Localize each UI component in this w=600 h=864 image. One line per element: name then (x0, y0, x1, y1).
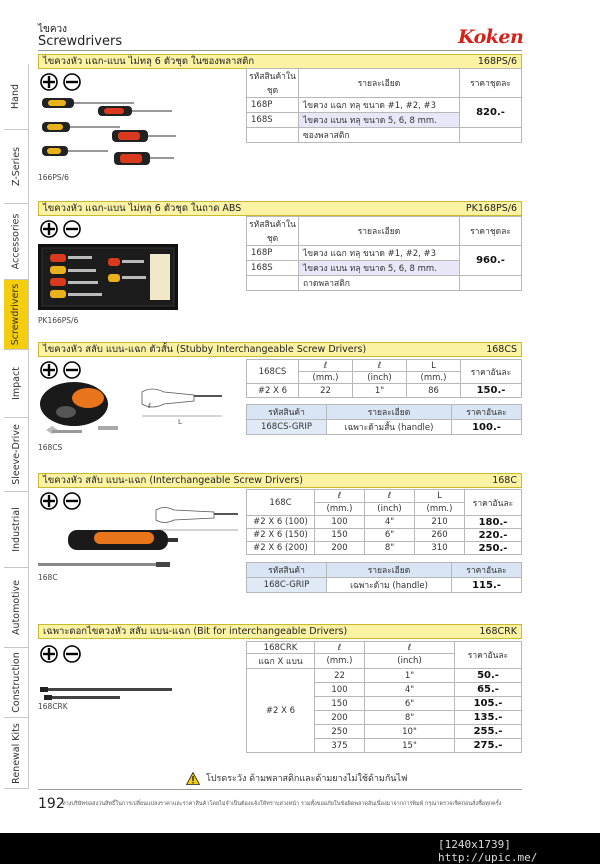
tab-construction[interactable]: Construction (4, 648, 28, 718)
bit-size: #2 X 6 (246, 668, 315, 753)
phillips-tip-icon (40, 220, 58, 238)
section-168cs-table: 168CS ℓ ℓ L ราคาอันละ (mm.) (inch) (mm.)… (246, 359, 522, 398)
tab-industrial[interactable]: Industrial (4, 492, 28, 568)
section-168cs-grip-table: รหัสสินค้า รายละเอียด ราคาอันละ 168CS-GR… (246, 404, 522, 435)
header-price: ราคาชุดละ (459, 68, 522, 98)
table-row: #2 X 6 (150) 150 6" 260 220.- (246, 528, 522, 542)
page-number: 192 (38, 796, 65, 812)
tab-border (28, 64, 29, 789)
set-price: 960.- (459, 245, 522, 276)
section-168cs-caption: 168CS (38, 443, 63, 452)
flat-tip-icon (63, 645, 81, 663)
flat-tip-icon (63, 492, 81, 510)
phillips-tip-icon (40, 492, 58, 510)
footer-divider (38, 789, 522, 790)
interchangeable-driver-photo (38, 507, 238, 567)
tip-symbols (40, 73, 81, 91)
brand-logo: Koken (458, 26, 524, 48)
footer-disclaimer: ทางบริษัทขอสงวนสิทธิ์ในการเปลี่ยนแปลงราค… (62, 801, 502, 807)
tab-sleeve-drive[interactable]: Sleeve-Drive (4, 418, 28, 492)
flat-tip-icon (63, 361, 81, 379)
tab-screwdrivers[interactable]: Screwdrivers (4, 280, 28, 350)
header-divider (38, 50, 522, 51)
table-row: 168P ไขควง แฉก ทลุ ขนาด #1, #2, #3 960.- (246, 245, 522, 276)
table-row: 168C-GRIP เฉพาะด้าม (handle) 115.- (246, 577, 522, 593)
warning-text: โปรดระวัง ด้ามพลาสติกและด้ามยางไม่ใช้ด้า… (206, 774, 408, 784)
table-row: #2 X 6 (100) 100 4" 210 180.- (246, 515, 522, 529)
section-168crk-caption: 168CRK (38, 702, 68, 711)
tab-z-series[interactable]: Z-Series (4, 130, 28, 204)
tab-impact[interactable]: Impact (4, 350, 28, 418)
watermark: [1240x1739] http://upic.me/ (438, 838, 538, 864)
phillips-tip-icon (40, 73, 58, 91)
svg-text:L: L (178, 418, 182, 426)
section-pk168ps6-caption: PK166PS/6 (38, 316, 79, 325)
screwdriver-set-photo (42, 98, 176, 165)
header-detail: รายละเอียด (298, 68, 460, 98)
table-row: 375 15" 275.- (247, 738, 522, 753)
section-168cs-title: ไขควงหัว สลับ แบน-แฉก ตัวสั้น (Stubby In… (38, 342, 522, 357)
section-168ps6-caption: 166PS/6 (38, 173, 69, 182)
abs-tray-photo (38, 244, 178, 310)
header-detail: รายละเอียด (298, 216, 460, 246)
svg-text:ℓ: ℓ (147, 402, 151, 410)
table-row: ซองพลาสติก (246, 127, 522, 143)
section-168crk-title: เฉพาะดอกไขควงหัว สลับ แบน-แฉก (Bit for i… (38, 624, 522, 639)
tip-symbols (40, 220, 81, 238)
stubby-driver-photo: L ℓ (40, 382, 222, 434)
tab-renewal-kits[interactable]: Renewal Kits (4, 718, 28, 789)
header-price: ราคาชุดละ (459, 216, 522, 246)
table-row: 200 8" 135.- (247, 710, 522, 725)
header-code: รหัสสินค้าในชุด (246, 68, 299, 98)
section-168c-grip-table: รหัสสินค้า รายละเอียด ราคาอันละ 168C-GRI… (246, 562, 522, 593)
section-168crk-table: 168CRK ℓ ℓ ราคาอันละ แฉก X แบน (mm.) (in… (246, 641, 522, 753)
table-row: 150 6" 105.- (247, 696, 522, 711)
section-168c-table: 168C ℓ ℓ L ราคาอันละ (mm.) (inch) (mm.) … (246, 489, 522, 555)
section-168ps6-title: ไขควงหัว แฉก-แบน ไม่ทลุ 6 ตัวชุด ในซองพล… (38, 54, 522, 69)
table-row: ถาดพลาสติก (246, 275, 522, 291)
phillips-tip-icon (40, 361, 58, 379)
catalog-page: ไขควง Screwdrivers Koken Hand Z-Series A… (0, 0, 600, 833)
header-thai-title: ไขควง (38, 24, 68, 35)
table-row: 168S ไขควง แบน ทลุ ขนาด 5, 6, 8 mm. (246, 260, 522, 276)
header-english-title: Screwdrivers (38, 34, 123, 49)
table-row: #2 X 6 22 1" 86 150.- (246, 383, 522, 398)
tip-symbols (40, 492, 81, 510)
section-168ps6-table: รหัสสินค้าในชุด รายละเอียด ราคาชุดละ 168… (246, 68, 522, 143)
phillips-tip-icon (40, 645, 58, 663)
table-row: 168CS-GRIP เฉพาะด้ามสั้น (handle) 100.- (246, 419, 522, 435)
set-price: 820.- (459, 97, 522, 128)
header-code: รหัสสินค้าในชุด (246, 216, 299, 246)
fire-warning: โปรดระวัง ด้ามพลาสติกและด้ามยางไม่ใช้ด้า… (186, 771, 407, 785)
tab-accessories[interactable]: Accessories (4, 204, 28, 280)
table-row: 168P ไขควง แฉก ทลุ ขนาด #1, #2, #3 820.- (246, 97, 522, 128)
section-pk168ps6-table: รหัสสินค้าในชุด รายละเอียด ราคาชุดละ 168… (246, 216, 522, 291)
table-row: #2 X 6 (200) 200 8" 310 250.- (246, 541, 522, 555)
flat-tip-icon (63, 220, 81, 238)
section-168c-caption: 168C (38, 573, 58, 582)
table-row: #2 X 6 22 1" 50.- (246, 668, 522, 753)
table-row: 100 4" 65.- (247, 682, 522, 697)
section-pk168ps6-title: ไขควงหัว แฉก-แบน ไม่ทลุ 6 ตัวชุด ในถาด A… (38, 201, 522, 216)
section-168c-title: ไขควงหัว สลับ แบน-แฉก (Interchangeable S… (38, 473, 522, 488)
tab-hand[interactable]: Hand (4, 64, 28, 130)
flat-tip-icon (63, 73, 81, 91)
tab-automotive[interactable]: Automotive (4, 568, 28, 648)
warning-icon (186, 771, 200, 785)
tip-symbols (40, 645, 81, 663)
tip-symbols (40, 361, 81, 379)
bit-photo (40, 687, 172, 700)
